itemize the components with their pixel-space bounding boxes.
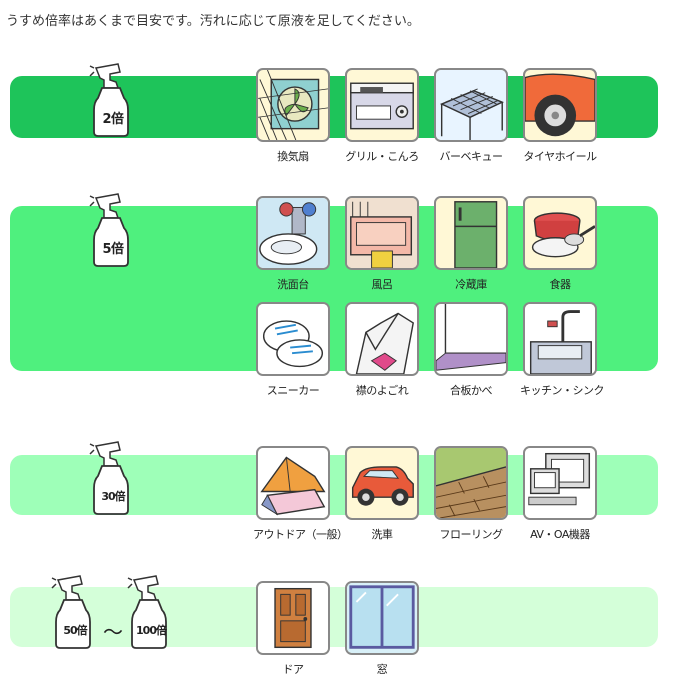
sneaker-icon [256,302,330,376]
dilution-band-50-100x [10,587,658,647]
spray-bottle-icon [51,575,91,649]
item-sneaker: スニーカー [253,302,333,398]
kitchen-sink-icon [523,302,597,376]
spray-bottle-5x: 5倍 [88,188,138,268]
bottle-label: 50倍 [63,624,87,637]
item-label: 洗面台 [277,278,309,291]
spray-bottle-30x: 30倍 [88,436,138,516]
item-flooring: フローリング [431,446,511,542]
spray-bottle-icon [89,441,129,515]
computer-monitor-icon [523,446,597,520]
item-mado: 窓 [342,581,422,677]
spray-bottle-icon [89,193,129,267]
item-bbq: バーベキュー [431,68,511,164]
item-reizoko: 冷蔵庫 [431,196,511,292]
car-wash-icon [345,446,419,520]
item-av: AV・OA機器 [520,446,600,542]
item-label: フローリング [439,528,504,541]
spray-bottle-2x: 2倍 [88,58,138,138]
item-label: 襟のよごれ [355,384,409,397]
grill-stove-icon [345,68,419,142]
bottle-label: 100倍 [136,624,167,637]
bottle-label: 30倍 [101,490,125,503]
range-tilde: ～ [103,620,123,644]
ventilation-fan-icon [256,68,330,142]
intro-text: うすめ倍率はあくまで目安です。汚れに応じて原液を足してください。 [6,14,420,29]
item-senmendai: 洗面台 [253,196,333,292]
item-kitchen: キッチン・シンク [520,302,605,398]
tire-wheel-icon [523,68,597,142]
item-label: バーベキュー [439,150,504,163]
item-label: タイヤホイール [523,150,597,163]
tent-outdoor-icon [256,446,330,520]
window-icon [345,581,419,655]
item-outdoor: アウトドア（一般） [253,446,348,542]
bottle-label: 5倍 [102,242,124,257]
item-kankisen: 換気扇 [253,68,333,164]
item-label: 合板かべ [450,384,493,397]
item-eri: 襟のよごれ [342,302,422,398]
item-label: アウトドア（一般） [253,528,348,541]
item-label: 換気扇 [277,150,309,163]
item-label: スニーカー [266,384,320,397]
item-label: ドア [282,663,305,676]
flooring-icon [434,446,508,520]
item-label: キッチン・シンク [520,384,605,397]
barbecue-grill-icon [434,68,508,142]
item-door: ドア [253,581,333,677]
spray-bottle-icon [89,63,129,137]
door-icon [256,581,330,655]
item-shokki: 食器 [520,196,600,292]
spray-bottle-50x: 50倍 [50,570,100,650]
plywood-wall-icon [434,302,508,376]
washbasin-icon [256,196,330,270]
bottle-label: 2倍 [102,112,124,127]
bathtub-icon [345,196,419,270]
item-label: 食器 [549,278,572,291]
item-label: AV・OA機器 [530,528,590,541]
item-label: 冷蔵庫 [455,278,487,291]
item-furo: 風呂 [342,196,422,292]
item-label: 窓 [376,663,388,676]
dishes-pot-icon [523,196,597,270]
refrigerator-icon [434,196,508,270]
item-label: グリル・こんろ [345,150,419,163]
spray-bottle-100x: 100倍 [126,570,176,650]
item-sensha: 洗車 [342,446,422,542]
item-wheel: タイヤホイール [520,68,600,164]
item-label: 洗車 [371,528,394,541]
item-gohan: 合板かべ [431,302,511,398]
item-label: 風呂 [371,278,394,291]
shirt-collar-icon [345,302,419,376]
item-grill: グリル・こんろ [342,68,422,164]
spray-bottle-icon [127,575,167,649]
